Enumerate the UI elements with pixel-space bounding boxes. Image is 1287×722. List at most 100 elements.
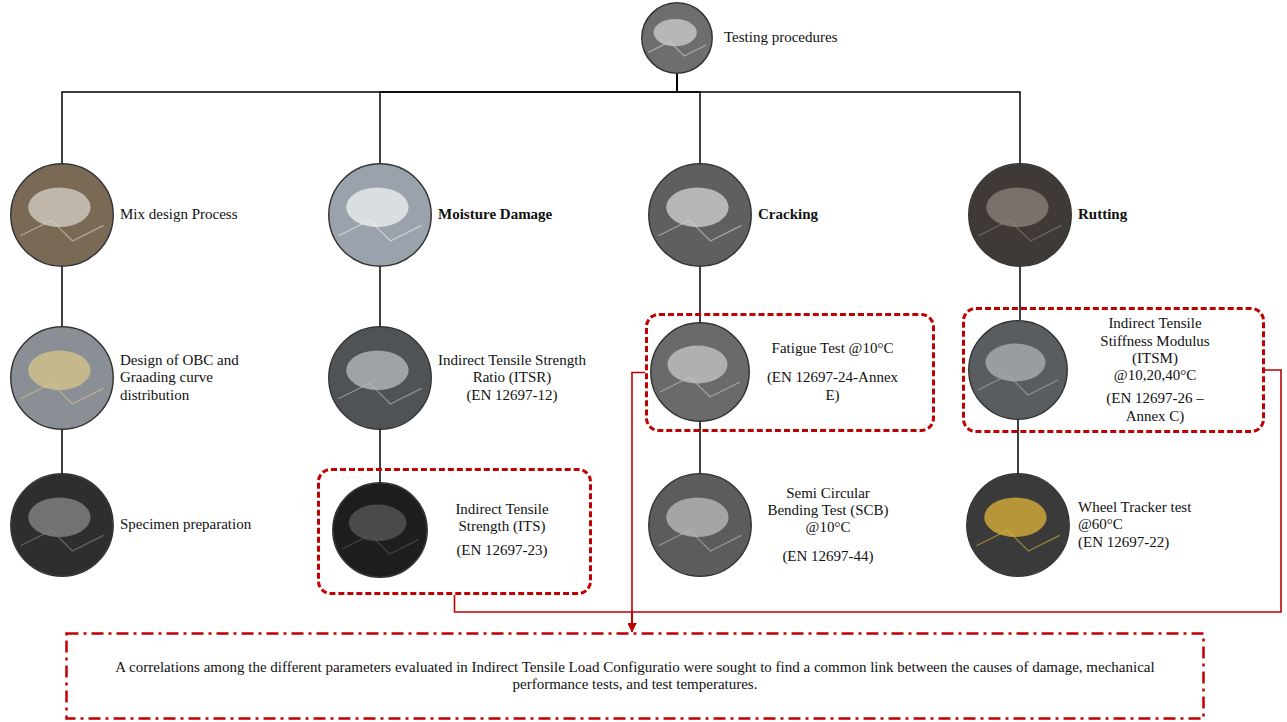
tree-line (61, 267, 63, 326)
text-group: Indirect Tensile Strength Ratio (ITSR)(E… (437, 352, 587, 404)
photo-rim (969, 164, 1071, 266)
photo-circle (10, 326, 114, 430)
photo-detail (660, 377, 740, 397)
photo-node: Cracking (644, 159, 872, 271)
photo-detail (976, 530, 1059, 551)
photo-detail (28, 187, 90, 227)
photo-detail (984, 497, 1046, 537)
text-group: Wheel Tracker test @60°C(EN 12697-22) (1078, 499, 1213, 551)
photo-rim (11, 474, 113, 576)
photo-ground (648, 473, 752, 577)
correlation-arrow (632, 373, 645, 633)
text-group: A correlations among the different param… (99, 659, 1171, 694)
photo-circle (641, 2, 713, 74)
standard-label: (EN 12697-26 – Annex C) (1095, 390, 1215, 425)
photo-detail (986, 344, 1046, 382)
photo-detail (20, 530, 103, 551)
photo-detail (978, 220, 1061, 241)
text-group: Indirect Tensile Strength (ITS)(EN 12697… (442, 501, 562, 559)
photo-rim (649, 474, 751, 576)
photo-node: Design of OBC and Graading curve distrib… (6, 322, 249, 434)
photo-ground (10, 326, 114, 430)
photo-node: Mix design Process (6, 159, 284, 271)
photo-detail (654, 19, 697, 46)
photo-circle (968, 320, 1068, 420)
photo-rim (649, 164, 751, 266)
node-label: Mix design Process (120, 206, 280, 223)
node-label: A correlations among the different param… (99, 659, 1171, 694)
photo-circle (328, 326, 432, 430)
text-group: Moisture Damage (438, 206, 588, 223)
photo-rim (969, 321, 1067, 419)
node-label: Cracking (758, 206, 868, 223)
photo-detail (346, 350, 408, 390)
photo-ground (968, 320, 1068, 420)
photo-detail (28, 350, 90, 390)
photo-circle (10, 473, 114, 577)
node-label: Indirect Tensile Strength Ratio (ITSR) (437, 352, 587, 387)
standard-label: (EN 12697-12) (437, 387, 587, 404)
photo-detail (20, 383, 103, 404)
photo-detail (342, 535, 419, 554)
standard-label: (EN 12697-22) (1078, 534, 1213, 551)
photo-ground (10, 163, 114, 267)
tree-line (379, 267, 381, 326)
photo-ground (648, 163, 752, 267)
correlation-arrow (455, 595, 633, 632)
photo-detail (658, 220, 741, 241)
text-group: Rutting (1078, 206, 1188, 223)
dashdot-border (67, 634, 1204, 719)
node-label: Moisture Damage (438, 206, 588, 223)
tree-line (62, 74, 677, 163)
photo-rim (329, 164, 431, 266)
photo-rim (642, 3, 712, 73)
node-label: Rutting (1078, 206, 1188, 223)
photo-node: Rutting (964, 159, 1192, 271)
tree-line (380, 74, 677, 163)
tree-line (1017, 420, 1019, 473)
photo-detail (349, 505, 407, 541)
node-label: Indirect Tensile Stiffness Modulus (ITSM… (1095, 315, 1215, 384)
photo-rim (333, 483, 427, 577)
photo-ground (328, 163, 432, 267)
photo-circle (332, 482, 428, 578)
photo-detail (666, 187, 728, 227)
node-label: Fatigue Test @10°C (765, 340, 900, 357)
photo-node: Testing procedures (637, 0, 898, 78)
photo-circle (650, 322, 750, 422)
photo-circle (328, 163, 432, 267)
node-label: Wheel Tracker test @60°C (1078, 499, 1213, 534)
tree-line (379, 430, 381, 482)
tree-line (677, 74, 1020, 163)
standard-label: (EN 12697-44) (762, 548, 894, 565)
tree-line (677, 74, 700, 163)
photo-rim (651, 323, 749, 421)
highlight-box: Indirect Tensile Strength (ITS)(EN 12697… (317, 468, 592, 595)
note-box: A correlations among the different param… (65, 632, 1205, 720)
node-label: Design of OBC and Graading curve distrib… (120, 352, 245, 404)
photo-circle (648, 473, 752, 577)
photo-detail (666, 497, 728, 537)
photo-detail (346, 187, 408, 227)
photo-ground (10, 473, 114, 577)
photo-rim (967, 474, 1069, 576)
tree-line (1019, 267, 1021, 320)
standard-label: (EN 12697-23) (442, 542, 562, 559)
photo-ground (641, 2, 713, 74)
photo-ground (650, 322, 750, 422)
tree-line (61, 430, 63, 473)
photo-rim (329, 327, 431, 429)
photo-detail (20, 220, 103, 241)
text-group: Mix design Process (120, 206, 280, 223)
text-group: Indirect Tensile Stiffness Modulus (ITSM… (1095, 315, 1215, 425)
photo-circle (966, 473, 1070, 577)
text-group: Specimen preparation (120, 516, 290, 533)
photo-node: Moisture Damage (324, 159, 592, 271)
photo-node: Semi Circular Bending Test (SCB) @10°C(E… (644, 469, 898, 581)
photo-detail (668, 346, 728, 384)
photo-detail (338, 383, 421, 404)
text-group: Cracking (758, 206, 868, 223)
photo-circle (648, 163, 752, 267)
photo-detail (28, 497, 90, 537)
